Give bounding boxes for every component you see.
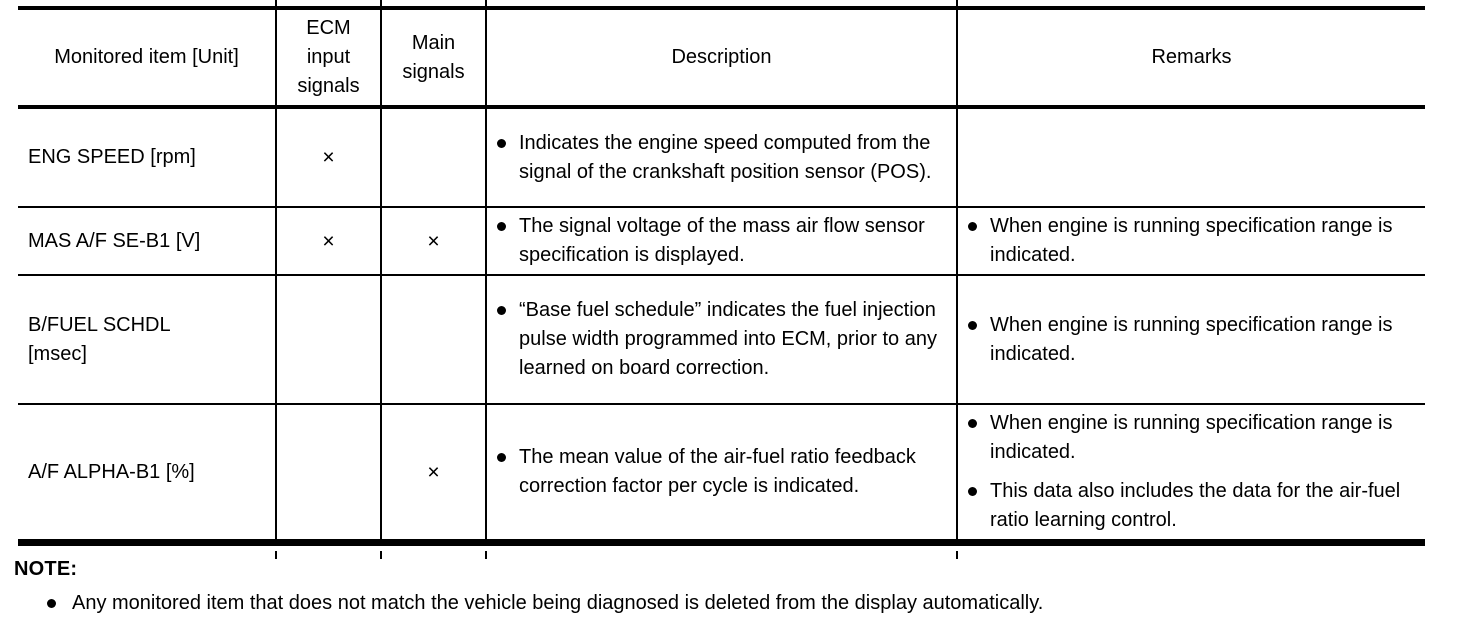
column-rule-tick <box>380 0 382 6</box>
cell-monitored-item: ENG SPEED [rpm] <box>28 146 196 168</box>
description-text: The signal voltage of the mass air flow … <box>519 215 925 266</box>
note-bullet: Any monitored item that does not match t… <box>14 589 1454 618</box>
column-rule-tick <box>275 551 277 559</box>
note-text: Any monitored item that does not match t… <box>72 592 1044 614</box>
table-header-row: Monitored item [Unit] ECM input signals … <box>18 8 1425 109</box>
cell-monitored-item: A/F ALPHA-B1 [%] <box>18 403 276 543</box>
column-rule-tick <box>956 551 958 559</box>
cell-description: The mean value of the air-fuel ratio fee… <box>485 403 957 543</box>
description-bullet: The mean value of the air-fuel ratio fee… <box>497 443 946 501</box>
remarks-text: When engine is running specification ran… <box>990 412 1393 463</box>
description-text: The mean value of the air-fuel ratio fee… <box>519 446 916 497</box>
column-rule-tick <box>380 551 382 559</box>
table-row-eng-speed: ENG SPEED [rpm] × Indicates the engine s… <box>18 107 1425 207</box>
remarks-bullet: This data also includes the data for the… <box>968 477 1415 535</box>
cell-monitored-item: B/FUEL SCHDL [msec] <box>18 274 276 404</box>
cell-remarks <box>956 107 1425 207</box>
table-row-bfuel-schdl: B/FUEL SCHDL [msec] “Base fuel schedule”… <box>18 274 1425 404</box>
bullet-icon <box>497 222 506 231</box>
monitored-items-table: Monitored item [Unit] ECM input signals … <box>18 6 1425 546</box>
cell-main-signal: × <box>380 206 486 275</box>
column-rule-tick <box>485 0 487 6</box>
remarks-bullet: When engine is running specification ran… <box>968 409 1415 467</box>
bullet-icon <box>968 222 977 231</box>
note-heading: NOTE: <box>14 558 78 580</box>
description-bullet: Indicates the engine speed computed from… <box>497 129 946 187</box>
bullet-icon <box>497 306 506 315</box>
cell-monitored-item: MAS A/F SE-B1 [V] <box>18 206 276 275</box>
bullet-icon <box>497 453 506 462</box>
cell-ecm-input-signal: × <box>275 206 381 275</box>
remarks-text: When engine is running specification ran… <box>990 313 1393 365</box>
cell-ecm-input-signal <box>275 403 381 543</box>
cell-remarks: When engine is running specification ran… <box>956 274 1425 404</box>
header-ecm-input-signals: ECM input signals <box>275 8 381 109</box>
column-rule-tick <box>485 551 487 559</box>
cell-remarks: When engine is running specification ran… <box>956 403 1425 543</box>
cell-description: Indicates the engine speed computed from… <box>485 107 957 207</box>
cell-remarks: When engine is running specification ran… <box>956 206 1425 275</box>
header-remarks: Remarks <box>956 8 1425 109</box>
column-rule-tick <box>956 0 958 6</box>
bullet-icon <box>497 138 506 148</box>
remarks-text: When engine is running specification ran… <box>990 215 1393 266</box>
table-row-mas-af: MAS A/F SE-B1 [V] × × The signal voltage… <box>18 206 1425 275</box>
description-bullet: The signal voltage of the mass air flow … <box>497 212 946 270</box>
bullet-icon <box>968 419 977 428</box>
cell-ecm-input-signal <box>275 274 381 404</box>
description-text: “Base fuel schedule” indicates the fuel … <box>519 299 937 379</box>
bullet-icon <box>968 320 977 330</box>
cell-main-signal <box>380 107 486 207</box>
remarks-bullet: When engine is running specification ran… <box>968 311 1415 369</box>
cell-main-signal <box>380 274 486 404</box>
note-section: NOTE: Any monitored item that does not m… <box>14 556 1454 618</box>
table-row-af-alpha: A/F ALPHA-B1 [%] × The mean value of the… <box>18 403 1425 543</box>
description-bullet: “Base fuel schedule” indicates the fuel … <box>497 296 946 383</box>
description-text: Indicates the engine speed computed from… <box>519 131 932 183</box>
cell-ecm-input-signal: × <box>275 107 381 207</box>
header-description: Description <box>485 8 957 109</box>
bullet-icon <box>47 599 56 608</box>
cell-description: “Base fuel schedule” indicates the fuel … <box>485 274 957 404</box>
remarks-bullet: When engine is running specification ran… <box>968 212 1415 270</box>
header-main-signals: Main signals <box>380 8 486 109</box>
header-monitored-item: Monitored item [Unit] <box>18 8 276 109</box>
bullet-icon <box>968 487 977 496</box>
cell-description: The signal voltage of the mass air flow … <box>485 206 957 275</box>
remarks-text: This data also includes the data for the… <box>990 480 1401 531</box>
column-rule-tick <box>275 0 277 6</box>
cell-main-signal: × <box>380 403 486 543</box>
